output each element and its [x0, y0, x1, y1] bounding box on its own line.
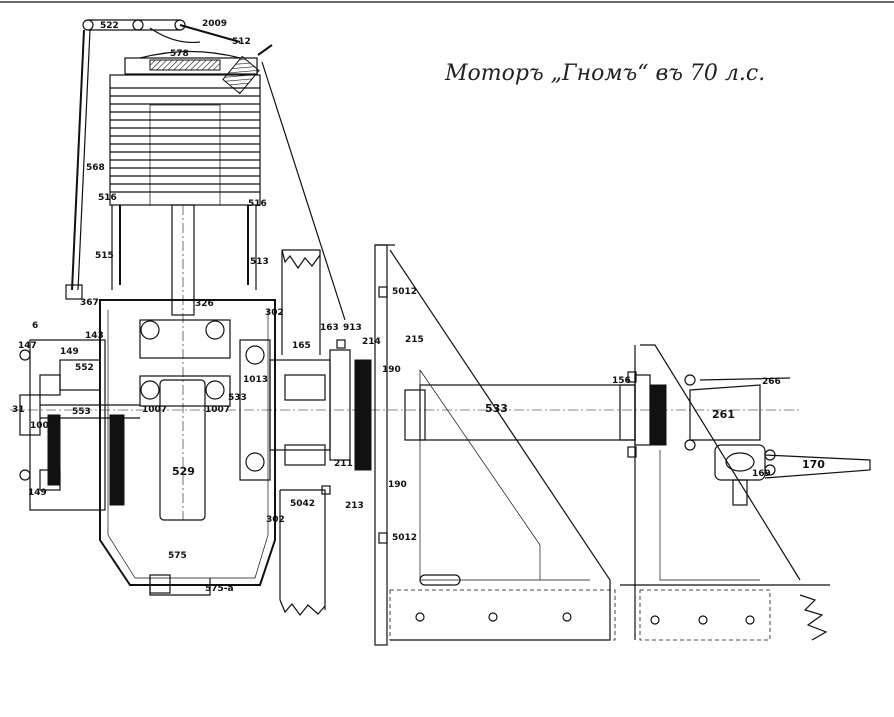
label-326: 326 [195, 299, 214, 309]
label-170: 170 [802, 458, 825, 471]
label-190-bottom: 190 [388, 480, 407, 490]
label-533-sleeve: 533 [485, 402, 508, 415]
label-214: 214 [362, 337, 381, 347]
label-147: 147 [18, 341, 37, 351]
label-575a: 575-a [205, 584, 234, 594]
label-1009: 1009 [30, 421, 55, 431]
label-163: 163 [320, 323, 339, 333]
label-143: 143 [85, 331, 104, 341]
rear-hub [239, 339, 372, 481]
label-1013: 1013 [243, 375, 268, 385]
label-302-top: 302 [265, 308, 284, 318]
label-516-right: 516 [248, 199, 267, 209]
label-578: 578 [170, 49, 189, 59]
label-1007-right: 1007 [205, 405, 230, 415]
main-shaft-sleeve [404, 374, 667, 446]
front-gear-case [19, 339, 140, 511]
label-213: 213 [345, 501, 364, 511]
label-913: 913 [343, 323, 362, 333]
label-6-top: 6 [32, 321, 38, 331]
label-5012-bottom: 5012 [392, 533, 417, 543]
label-169: 169 [752, 469, 771, 479]
label-190-top: 190 [382, 365, 401, 375]
label-522: 522 [100, 21, 119, 31]
spark-plug [222, 44, 346, 321]
drawing-title: Моторъ „Гномъ“ въ 70 л.с. [444, 61, 765, 86]
label-575: 575 [168, 551, 187, 561]
label-302-bottom: 302 [266, 515, 285, 525]
label-215: 215 [405, 335, 424, 345]
label-515: 515 [95, 251, 114, 261]
cylinder [109, 50, 261, 520]
label-552: 552 [75, 363, 94, 373]
label-165: 165 [292, 341, 311, 351]
label-156: 156 [612, 376, 631, 386]
label-512: 512 [232, 37, 251, 47]
part-labels: 522 2009 578 512 568 516 516 515 513 367… [12, 19, 825, 594]
rear-support-bracket [620, 344, 830, 641]
label-211: 211 [334, 459, 353, 469]
label-568: 568 [86, 163, 105, 173]
label-149-bottom: 149 [28, 488, 47, 498]
label-5012-top: 5012 [392, 287, 417, 297]
valve-rocker-linkage [65, 19, 241, 300]
label-516-left: 516 [98, 193, 117, 203]
crankcase [10, 299, 800, 596]
label-533-hub: 533 [228, 393, 247, 403]
label-5042: 5042 [290, 499, 315, 509]
label-149: 149 [60, 347, 79, 357]
label-1007-left: 1007 [142, 405, 167, 415]
label-367: 367 [80, 298, 99, 308]
broken-frame-bar [279, 249, 326, 616]
mounting-frame [374, 244, 616, 646]
plate-bolts [321, 286, 637, 544]
label-2009: 2009 [202, 19, 227, 29]
label-553: 553 [72, 407, 91, 417]
label-513: 513 [250, 257, 269, 267]
label-261: 261 [712, 408, 735, 421]
label-529: 529 [172, 465, 195, 478]
thrust-link [684, 374, 871, 506]
label-31: 31 [12, 405, 25, 415]
label-266: 266 [762, 377, 781, 387]
